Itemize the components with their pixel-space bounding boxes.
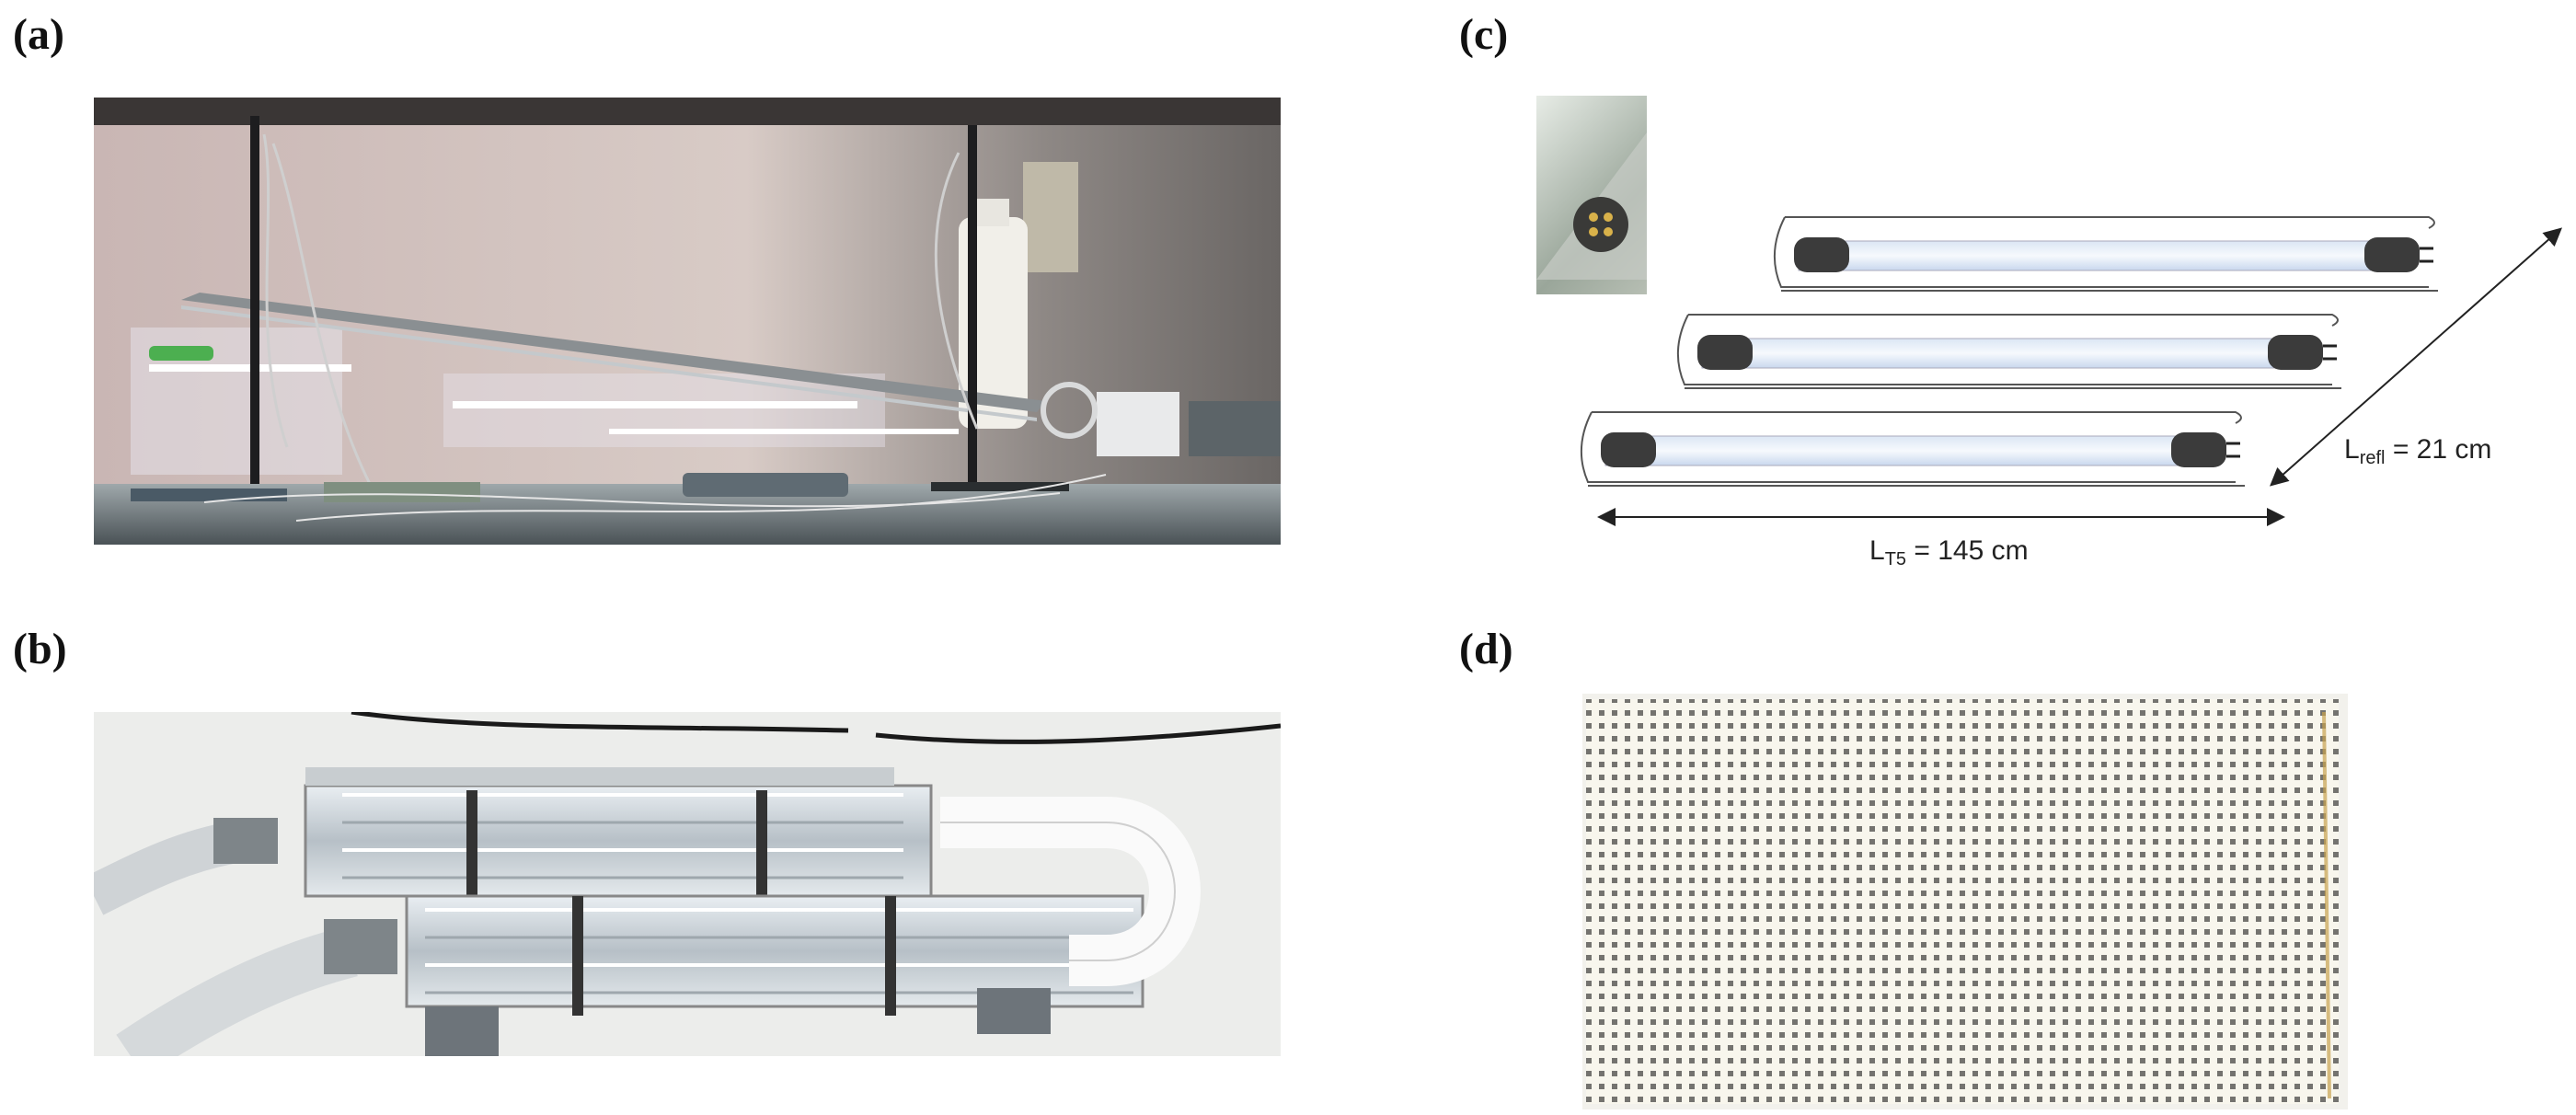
lamp-top xyxy=(1773,216,2438,292)
lamp-schematic xyxy=(1564,184,2576,607)
panel-label-a: (a) xyxy=(13,10,64,59)
panel-label-b: (b) xyxy=(13,625,67,673)
reflector-depth-arrow xyxy=(2270,227,2562,487)
fabric-mesh-photo xyxy=(1582,694,2348,1109)
lamp-length-label: LT5 = 145 cm xyxy=(1869,535,2029,569)
panel-label-c: (c) xyxy=(1459,10,1509,59)
lamp-socket-photo xyxy=(1536,96,1647,294)
tubular-reactor-photo xyxy=(94,712,1281,1056)
lamp-middle xyxy=(1676,314,2341,389)
reactor-setup-photo xyxy=(94,98,1281,545)
reflector-length-label: Lrefl = 21 cm xyxy=(2344,434,2492,468)
lamp-bottom xyxy=(1580,411,2245,487)
panel-label-d: (d) xyxy=(1459,625,1513,673)
